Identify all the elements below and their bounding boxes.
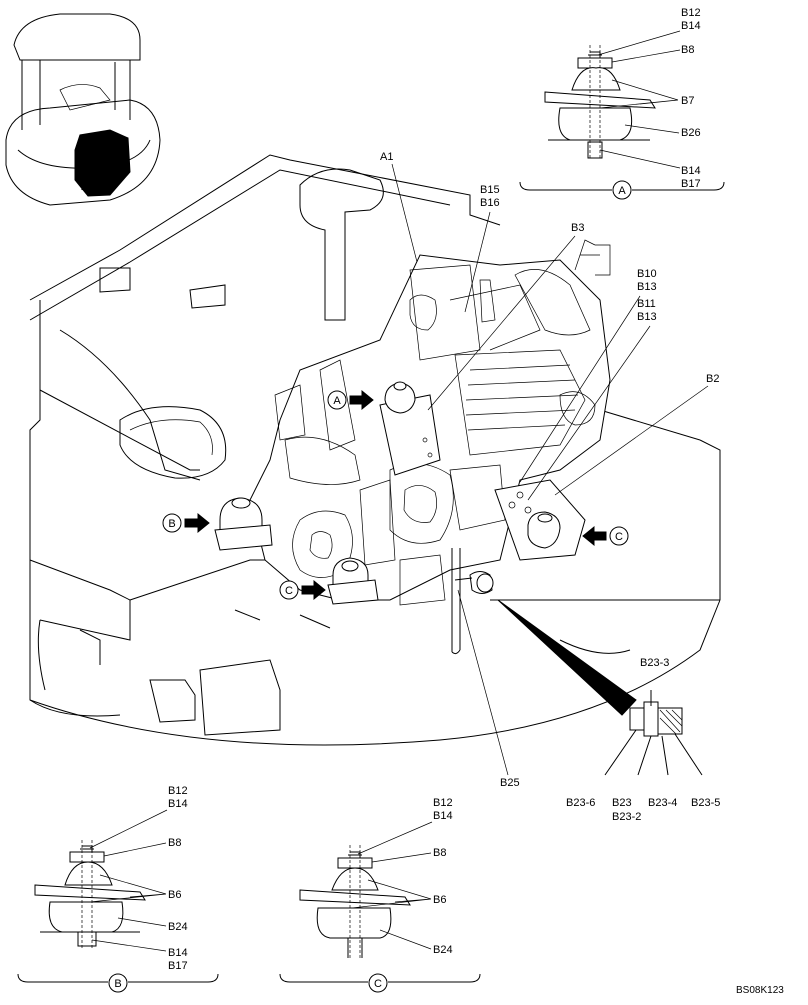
detail-a: A B12 B14 B8 B7 B26 B14 B17 (519, 7, 725, 200)
callout-b11-b13: B11 B13 (527, 298, 657, 501)
svg-text:B12: B12 (681, 7, 701, 19)
view-arrow-c-right: C (582, 525, 629, 547)
svg-text:C: C (285, 585, 293, 597)
svg-text:B7: B7 (681, 95, 694, 107)
svg-text:B: B (114, 978, 121, 990)
view-arrow-c-left: C (279, 579, 326, 601)
svg-text:B8: B8 (681, 44, 694, 56)
svg-text:B6: B6 (168, 889, 181, 901)
svg-text:A: A (333, 395, 341, 407)
svg-text:B3: B3 (571, 222, 584, 234)
machine-overview-inset (5, 13, 161, 206)
svg-text:B23-5: B23-5 (691, 797, 720, 809)
svg-text:B23-4: B23-4 (648, 797, 677, 809)
svg-text:B25: B25 (500, 777, 520, 789)
callout-b10-b13: B10 B13 (519, 268, 657, 483)
svg-text:B23-2: B23-2 (612, 811, 641, 823)
detail-b23 (604, 690, 703, 776)
engine-mount-right (494, 479, 586, 561)
callout-b2: B2 (554, 373, 719, 496)
svg-text:B23-6: B23-6 (566, 797, 595, 809)
svg-text:B14: B14 (681, 165, 701, 177)
svg-text:A: A (618, 185, 626, 197)
svg-text:B13: B13 (637, 281, 657, 293)
callout-b25: B25 (457, 589, 520, 789)
svg-text:B14: B14 (168, 947, 188, 959)
detail-b23-pointer (497, 599, 637, 716)
drawing-code: BS08K123 (736, 985, 784, 996)
svg-text:B11: B11 (637, 298, 656, 310)
callout-b15-b16: B15 B16 (464, 184, 500, 313)
svg-text:B12: B12 (433, 797, 453, 809)
svg-text:B17: B17 (168, 960, 188, 972)
svg-text:C: C (615, 531, 623, 543)
view-arrow-a: A (327, 389, 374, 411)
svg-text:B6: B6 (433, 894, 446, 906)
callout-a1: A1 (380, 151, 418, 263)
svg-text:B17: B17 (681, 178, 701, 190)
svg-text:B23-3: B23-3 (640, 657, 669, 669)
svg-text:B23: B23 (612, 797, 632, 809)
callout-b3: B3 (427, 222, 584, 411)
engine-mount-a (379, 381, 441, 476)
svg-text:B14: B14 (681, 20, 701, 32)
svg-text:A1: A1 (380, 151, 393, 163)
engine-mount-b (214, 497, 273, 551)
svg-text:B2: B2 (706, 373, 719, 385)
svg-text:C: C (374, 978, 382, 990)
svg-text:B15: B15 (480, 184, 500, 196)
svg-text:B14: B14 (433, 810, 453, 822)
svg-text:B24: B24 (168, 921, 188, 933)
svg-text:B10: B10 (637, 268, 657, 280)
svg-text:B16: B16 (480, 197, 500, 209)
svg-text:B26: B26 (681, 127, 701, 139)
svg-text:B8: B8 (168, 837, 181, 849)
view-arrow-b: B (162, 512, 210, 534)
engine-mount-c-left (327, 557, 379, 605)
svg-text:B13: B13 (637, 311, 657, 323)
drain-hose (451, 548, 494, 655)
svg-text:B14: B14 (168, 798, 188, 810)
svg-text:B: B (168, 518, 175, 530)
detail-c: C B12 B14 B8 B6 B24 (279, 797, 481, 993)
detail-b: B B12 B14 B8 B6 B24 B14 B17 (17, 785, 219, 993)
svg-text:B8: B8 (433, 847, 446, 859)
detail-b23-labels: B23-3 B23-6 B23 B23-2 B23-4 B23-5 (566, 657, 720, 823)
svg-text:B12: B12 (168, 785, 188, 797)
svg-text:B24: B24 (433, 944, 453, 956)
machine-frame (29, 154, 721, 746)
